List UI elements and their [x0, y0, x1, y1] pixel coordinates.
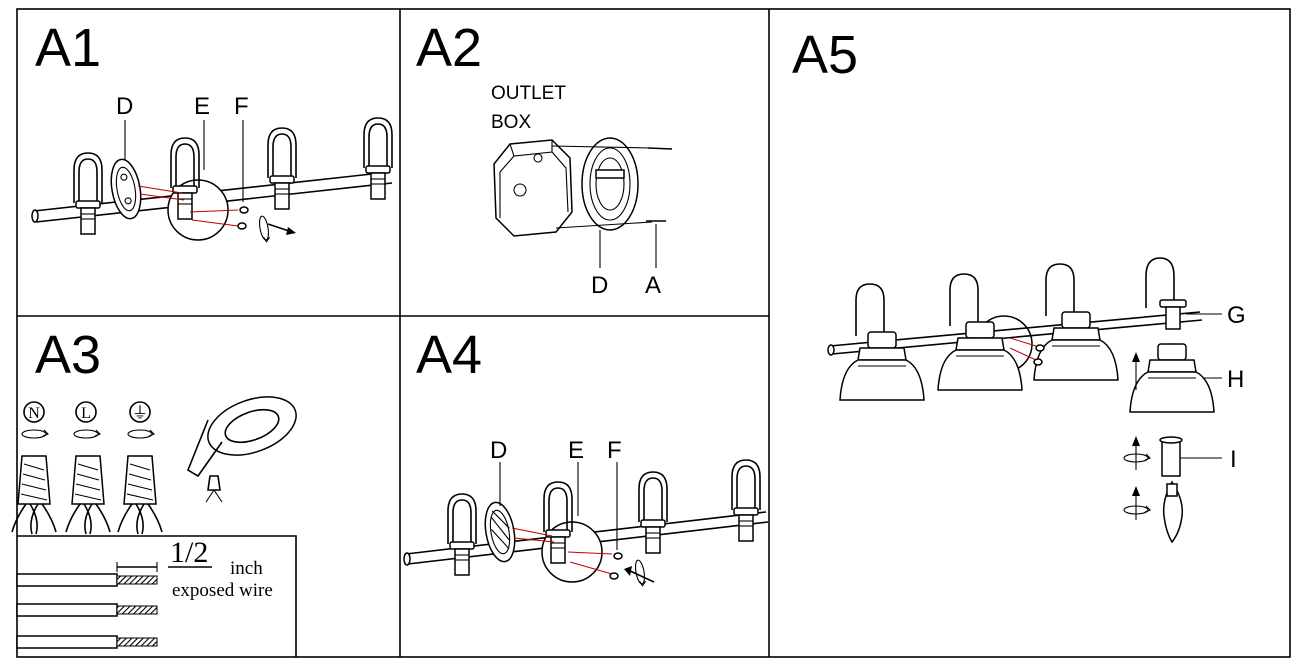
a4-label-d: D — [490, 437, 507, 464]
a5-fixture-drawing — [827, 257, 1222, 544]
strip-length-value: 1/2 — [170, 536, 208, 569]
a1-label-e: E — [194, 93, 210, 120]
panel-a4: A4 D E F — [403, 325, 769, 588]
a5-label-g: G — [1227, 302, 1246, 329]
panel-a2: A2 OUTLET BOX D A — [416, 18, 673, 299]
a4-label-e: E — [568, 437, 584, 464]
panel-a5: A5 — [792, 25, 1246, 544]
terminal-n: N — [21, 401, 49, 439]
outlet-box-label-line1: OUTLET — [491, 83, 566, 104]
terminal-l-label: L — [81, 405, 91, 422]
a2-label-d: D — [591, 272, 608, 299]
wire-nuts-drawing — [11, 455, 163, 535]
a4-fixture-drawing — [403, 459, 769, 588]
panel-title-a5: A5 — [792, 25, 858, 85]
panel-title-a4: A4 — [416, 325, 482, 385]
a5-label-h: H — [1227, 366, 1244, 393]
wire-strip-guide — [16, 535, 297, 657]
panel-title-a2: A2 — [416, 18, 482, 78]
a5-label-i: I — [1230, 446, 1237, 473]
a2-outlet-box-drawing — [493, 137, 673, 268]
outlet-box-label-line2: BOX — [491, 112, 531, 133]
panel-grid — [16, 8, 1291, 658]
ground-symbol-icon: ⏚ — [132, 404, 148, 422]
strip-length-unit: inch — [230, 558, 263, 579]
terminal-n-label: N — [28, 405, 40, 422]
a2-label-a: A — [645, 272, 661, 299]
panel-a3: A3 N L ⏚ — [11, 325, 297, 657]
a1-label-f: F — [234, 93, 249, 120]
a1-label-d: D — [116, 93, 133, 120]
a1-fixture-drawing — [31, 117, 393, 244]
terminal-ground: ⏚ — [127, 401, 155, 439]
strip-length-caption: exposed wire — [172, 580, 273, 601]
panel-title-a1: A1 — [35, 18, 101, 78]
terminal-l: L — [73, 401, 101, 439]
a4-label-f: F — [607, 437, 622, 464]
panel-a1: A1 D E F — [31, 18, 393, 244]
electrical-tape-icon — [187, 396, 297, 503]
panel-title-a3: A3 — [35, 325, 101, 385]
